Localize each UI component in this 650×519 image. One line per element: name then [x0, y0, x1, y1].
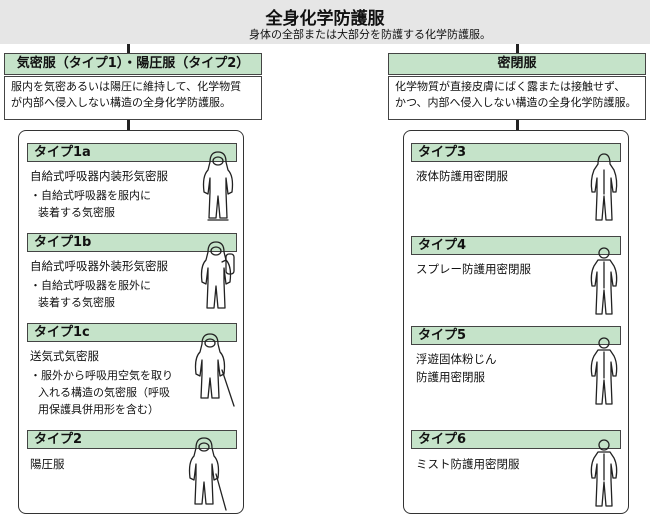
- type-1b-note-line1: ・自給式呼吸器を服外に: [30, 279, 151, 292]
- type-1c-note-line3: 用保護具併用形を含む）: [38, 403, 159, 416]
- type-5-label: タイプ5: [411, 326, 621, 345]
- type-1c-label: タイプ1c: [27, 323, 237, 342]
- page-title: 全身化学防護服: [265, 9, 385, 29]
- right-heading: 密閉服: [388, 53, 646, 75]
- left-heading: 気密服（タイプ1）・陽圧服（タイプ2）: [4, 53, 262, 75]
- left-description-line2: が内部へ侵入しない構造の全身化学防護服。: [11, 96, 231, 109]
- type-6-label: タイプ6: [411, 430, 621, 449]
- coverall-icon: [590, 247, 618, 315]
- connector-right-top: [516, 44, 519, 53]
- type-1c-note-line1: ・服外から呼吸用空気を取り: [30, 369, 173, 382]
- suit-backpack-outside-icon: [200, 241, 235, 309]
- type-5-name-line1: 浮遊固体粉じん: [416, 352, 497, 366]
- page-subtitle: 身体の全部または大部分を防護する化学防護服。: [249, 28, 491, 41]
- coverall-icon: [590, 439, 618, 507]
- type-1c-name: 送気式気密服: [30, 349, 99, 363]
- type-5-name-line2: 防護用密閉服: [416, 370, 485, 384]
- type-1c-note-line2: 入れる構造の気密服（呼吸: [38, 386, 170, 399]
- type-1a-note-line1: ・自給式呼吸器を服内に: [30, 189, 151, 202]
- type-1b-name: 自給式呼吸器外装形気密服: [30, 259, 168, 273]
- coverall-hood-icon: [590, 153, 618, 221]
- header-bar: [0, 0, 650, 44]
- type-2-name: 陽圧服: [30, 457, 65, 471]
- right-panel: [403, 130, 629, 514]
- suit-airline-icon: [194, 333, 235, 407]
- right-description-line2: かつ、内部へ侵入しない構造の全身化学防護服。: [395, 96, 637, 109]
- type-1a-name: 自給式呼吸器内装形気密服: [30, 169, 168, 183]
- type-3-label: タイプ3: [411, 143, 621, 162]
- left-panel: [18, 130, 244, 514]
- type-4-label: タイプ4: [411, 236, 621, 255]
- type-2-label: タイプ2: [27, 430, 237, 449]
- left-description: 服内を気密あるいは陽圧に維持して、化学物質 が内部へ侵入しない構造の全身化学防護…: [4, 76, 262, 120]
- coverall-icon: [590, 337, 618, 405]
- type-3-name: 液体防護用密閉服: [416, 169, 508, 183]
- type-1a-label: タイプ1a: [27, 143, 237, 162]
- type-4-name: スプレー防護用密閉服: [416, 262, 531, 276]
- connector-left-top: [127, 44, 130, 53]
- suit-backpack-inside-icon: [202, 151, 234, 221]
- right-description: 化学物質が直接皮膚にばく露または接触せず、 かつ、内部へ侵入しない構造の全身化学…: [388, 76, 646, 120]
- left-description-line1: 服内を気密あるいは陽圧に維持して、化学物質: [11, 80, 242, 93]
- type-6-name: ミスト防護用密閉服: [416, 457, 520, 471]
- right-description-line1: 化学物質が直接皮膚にばく露または接触せず、: [395, 80, 626, 93]
- type-1b-label: タイプ1b: [27, 233, 237, 252]
- connector-left-mid: [127, 120, 130, 130]
- type-1a-note-line2: 装着する気密服: [38, 206, 115, 219]
- suit-positive-pressure-icon: [188, 437, 227, 511]
- type-1b-note-line2: 装着する気密服: [38, 296, 115, 309]
- connector-right-mid: [516, 120, 519, 130]
